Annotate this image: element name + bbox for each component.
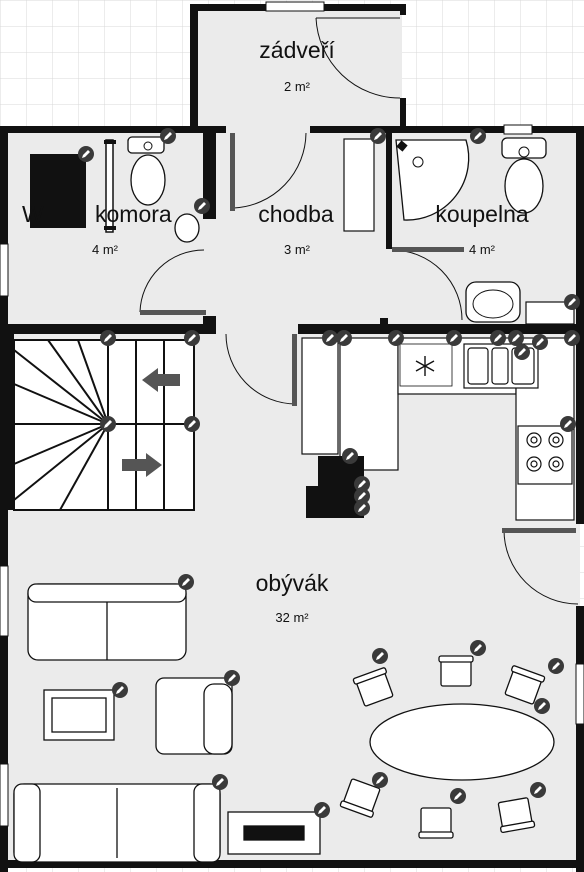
pencil-icon[interactable] (100, 330, 116, 346)
room-area-zadveri: 2 m² (284, 79, 311, 94)
pencil-icon[interactable] (530, 782, 546, 798)
room-area-obyvak: 32 m² (275, 610, 309, 625)
pencil-icon[interactable] (470, 128, 486, 144)
walls (0, 4, 584, 872)
room-name-obyvak: obývák (256, 570, 329, 596)
pencil-icon[interactable] (112, 682, 128, 698)
snowflake-icon (415, 356, 435, 376)
arrow-left-icon (142, 368, 180, 392)
pencil-icon[interactable] (564, 330, 580, 346)
pencil-icon[interactable] (508, 330, 524, 346)
pencil-icon[interactable] (322, 330, 338, 346)
pencil-icon[interactable] (342, 448, 358, 464)
room-label-koupelna: koupelna 4 m² (435, 201, 529, 257)
pencil-icon[interactable] (450, 788, 466, 804)
pencil-icon[interactable] (354, 500, 370, 516)
pencil-icon[interactable] (184, 416, 200, 432)
living-room-furniture (13, 583, 555, 863)
pencil-icon[interactable] (560, 416, 576, 432)
bathroom-furniture (343, 137, 575, 325)
pencil-icon[interactable] (514, 344, 530, 360)
pencil-icon[interactable] (212, 774, 228, 790)
room-area-chodba: 3 m² (284, 242, 311, 257)
windows (0, 1, 584, 827)
room-label-chodba: chodba 3 m² (258, 201, 334, 257)
room-name-chodba: chodba (258, 201, 334, 227)
pencil-icon[interactable] (548, 658, 564, 674)
pencil-icon[interactable] (100, 416, 116, 432)
pencil-icon[interactable] (314, 802, 330, 818)
pencil-icon[interactable] (184, 330, 200, 346)
pencil-icon[interactable] (490, 330, 506, 346)
pencil-icon[interactable] (160, 128, 176, 144)
pencil-icon[interactable] (194, 198, 210, 214)
komora-furniture (30, 136, 200, 243)
room-label-zadveri: zádveří 2 m² (259, 37, 335, 94)
pencil-icon[interactable] (388, 330, 404, 346)
pencil-icon[interactable] (372, 648, 388, 664)
pencil-icon[interactable] (534, 698, 550, 714)
room-area-koupelna: 4 m² (469, 242, 496, 257)
arrow-right-icon (122, 453, 162, 477)
room-name-komora: komora (95, 201, 172, 227)
room-area-komora: 4 m² (92, 242, 119, 257)
pencil-icon[interactable] (370, 128, 386, 144)
room-name-zadveri: zádveří (259, 37, 335, 63)
pencil-icon[interactable] (470, 640, 486, 656)
pencil-icon[interactable] (336, 330, 352, 346)
pencil-icon[interactable] (446, 330, 462, 346)
pencil-icon[interactable] (532, 334, 548, 350)
room-name-prefix: W (22, 201, 44, 227)
pencil-icon[interactable] (78, 146, 94, 162)
pencil-icon[interactable] (372, 772, 388, 788)
pencil-icon[interactable] (564, 294, 580, 310)
room-label-komora: W komora 4 m² (22, 201, 172, 257)
room-label-obyvak: obývák 32 m² (256, 570, 329, 625)
pencil-icon[interactable] (178, 574, 194, 590)
doors (139, 17, 579, 605)
pencil-icon[interactable] (224, 670, 240, 686)
room-name-koupelna: koupelna (435, 201, 529, 227)
